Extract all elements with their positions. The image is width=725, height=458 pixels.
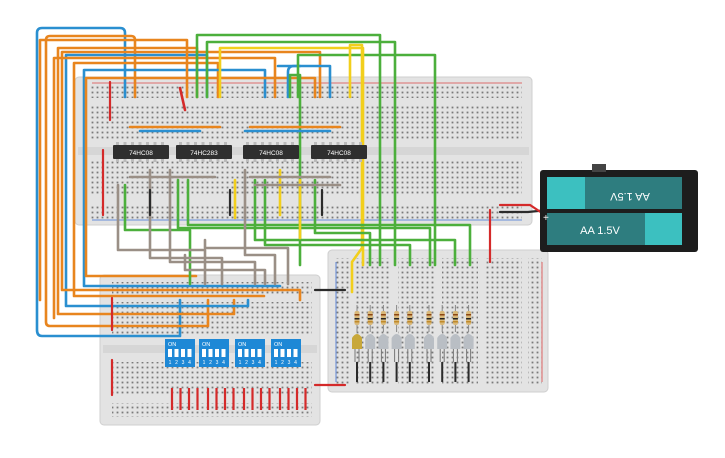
resistor xyxy=(354,305,360,332)
dip-toggle[interactable] xyxy=(238,349,242,357)
battery-pack: AA 1.5V AA 1.5V + xyxy=(540,164,698,252)
dip-number: 4 xyxy=(294,360,297,366)
dip-number: 4 xyxy=(188,360,191,366)
chip-1[interactable]: 74HC08 xyxy=(113,142,169,162)
dip-number: 2 xyxy=(245,360,248,366)
resistor xyxy=(367,305,373,332)
dip-toggle[interactable] xyxy=(293,349,298,357)
dip-number: 1 xyxy=(169,360,172,366)
led xyxy=(352,334,362,382)
dip-toggle[interactable] xyxy=(257,349,262,357)
dip-toggle[interactable] xyxy=(181,349,185,357)
dip-on-label: ON xyxy=(274,342,282,348)
dip-toggle[interactable] xyxy=(174,349,179,357)
dip-on-label: ON xyxy=(202,342,210,348)
dip-number: 4 xyxy=(258,360,261,366)
dip-toggle[interactable] xyxy=(280,349,285,357)
led xyxy=(424,334,434,382)
led xyxy=(404,334,415,382)
led xyxy=(378,334,389,382)
dip-number: 3 xyxy=(252,360,255,366)
chip-label: 74HC08 xyxy=(259,150,283,157)
dip-toggle[interactable] xyxy=(208,349,213,357)
chip-label: 74HC08 xyxy=(129,150,153,157)
dip-toggle[interactable] xyxy=(274,349,278,357)
dip-on-label: ON xyxy=(238,342,246,348)
dip-toggle[interactable] xyxy=(221,349,226,357)
dip-toggle[interactable] xyxy=(244,349,249,357)
resistor xyxy=(380,305,386,332)
chip-3[interactable]: 74HC08 xyxy=(243,142,299,162)
dip-toggle[interactable] xyxy=(202,349,206,357)
dip-on-label: ON xyxy=(168,342,176,348)
led-group xyxy=(352,305,474,382)
led xyxy=(391,334,402,382)
dip-toggle[interactable] xyxy=(215,349,219,357)
chip-label: 74HC08 xyxy=(327,150,351,157)
chip-4[interactable]: 74HC08 xyxy=(311,142,367,162)
chip-label: 74HC283 xyxy=(190,150,218,157)
dip-number: 1 xyxy=(239,360,242,366)
dip-number: 1 xyxy=(275,360,278,366)
led xyxy=(463,334,474,382)
chip-2[interactable]: 74HC283 xyxy=(176,142,232,162)
power-wires xyxy=(101,80,550,397)
dip-number: 1 xyxy=(203,360,206,366)
resistor xyxy=(452,305,458,332)
chip-group: 74HC08 74HC283 74HC08 74HC08 xyxy=(113,142,367,162)
resistor xyxy=(426,305,432,332)
led xyxy=(437,334,448,382)
wires xyxy=(35,26,472,338)
dip-number: 3 xyxy=(182,360,185,366)
dip-number: 2 xyxy=(209,360,212,366)
dip-number: 2 xyxy=(175,360,178,366)
dip-number: 3 xyxy=(216,360,219,366)
battery-top-label: AA 1.5V xyxy=(609,190,649,202)
dip-toggle[interactable] xyxy=(287,349,291,357)
led xyxy=(450,334,461,382)
resistor xyxy=(394,305,400,332)
battery-plus-mark: + xyxy=(543,213,549,224)
dip-number: 2 xyxy=(281,360,284,366)
led-breadboard xyxy=(327,249,549,393)
dip-toggle[interactable] xyxy=(251,349,255,357)
dip-toggle[interactable] xyxy=(187,349,192,357)
resistor xyxy=(466,305,472,332)
resistor xyxy=(407,305,413,332)
battery-bottom-label: AA 1.5V xyxy=(580,225,620,237)
dip-number: 3 xyxy=(288,360,291,366)
dip-toggle[interactable] xyxy=(168,349,172,357)
resistor xyxy=(439,305,445,332)
switch-resistors xyxy=(170,388,307,410)
led xyxy=(365,334,376,382)
dip-number: 4 xyxy=(222,360,225,366)
